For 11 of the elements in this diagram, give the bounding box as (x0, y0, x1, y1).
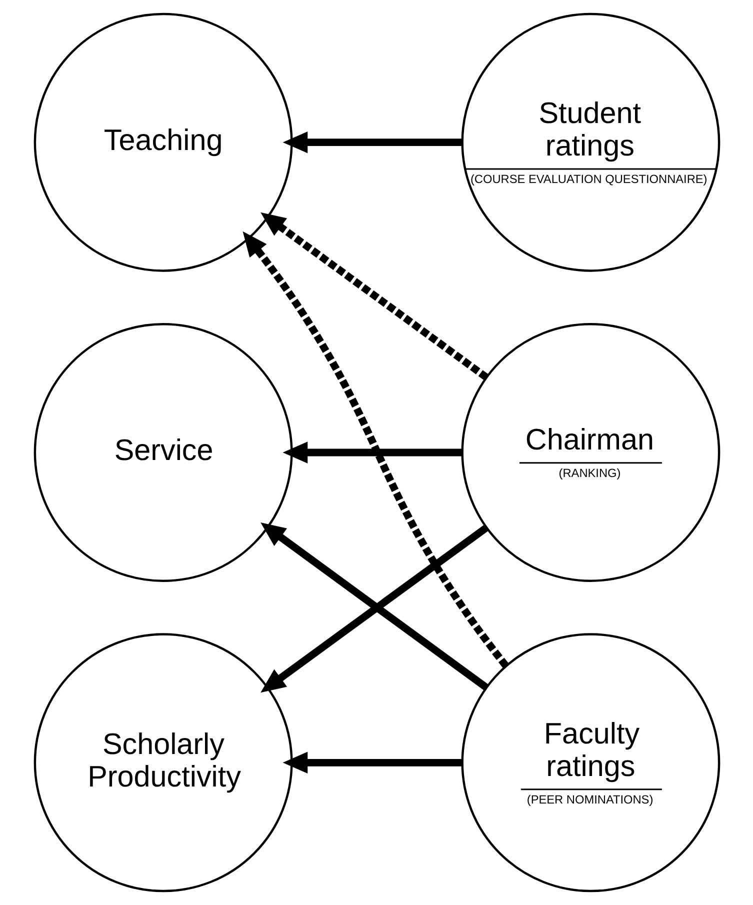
node-circle: Chairman (RANKING) (460, 323, 720, 582)
node-circle: Scholarly Productivity (33, 633, 292, 892)
node-circle: Student ratings (COURSE EVALUATION QUESTIONNAIRE) (460, 12, 720, 272)
node-circle: Faculty ratings (PEER NOMINATIONS) (460, 633, 720, 892)
arrow (282, 131, 462, 154)
arrow (260, 212, 488, 380)
node-circle: Service (33, 323, 292, 582)
arrow (282, 442, 462, 464)
arrow (242, 231, 508, 668)
node-circle: Teaching (33, 12, 292, 272)
arrow (282, 752, 462, 774)
